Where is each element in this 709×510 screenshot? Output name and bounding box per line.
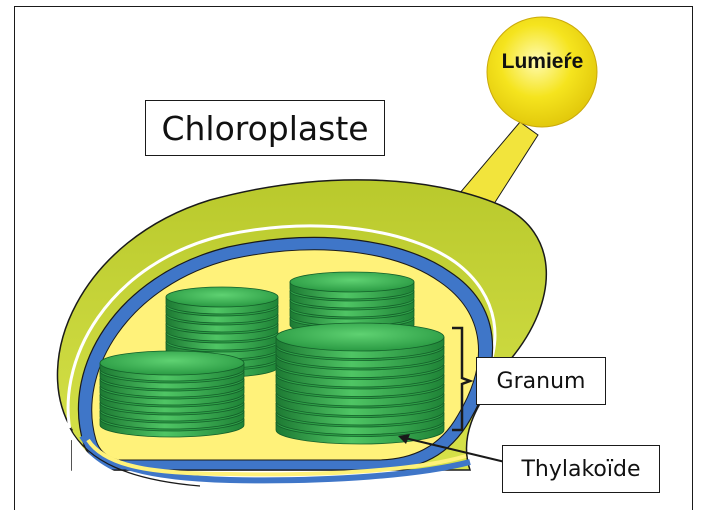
- granum-stack: [100, 351, 244, 437]
- thylakoid-disc: [290, 272, 414, 299]
- thylakoid-disc: [100, 351, 244, 381]
- thylakoid-disc: [276, 323, 444, 358]
- thylakoid-label: Thylakoïde: [502, 445, 660, 493]
- granum-label: Granum: [476, 357, 606, 405]
- light-label: Lumieŕe: [480, 50, 605, 74]
- thylakoid-disc: [166, 287, 278, 314]
- diagram-title: Chloroplaste: [145, 100, 385, 156]
- granum-stack: [276, 323, 444, 444]
